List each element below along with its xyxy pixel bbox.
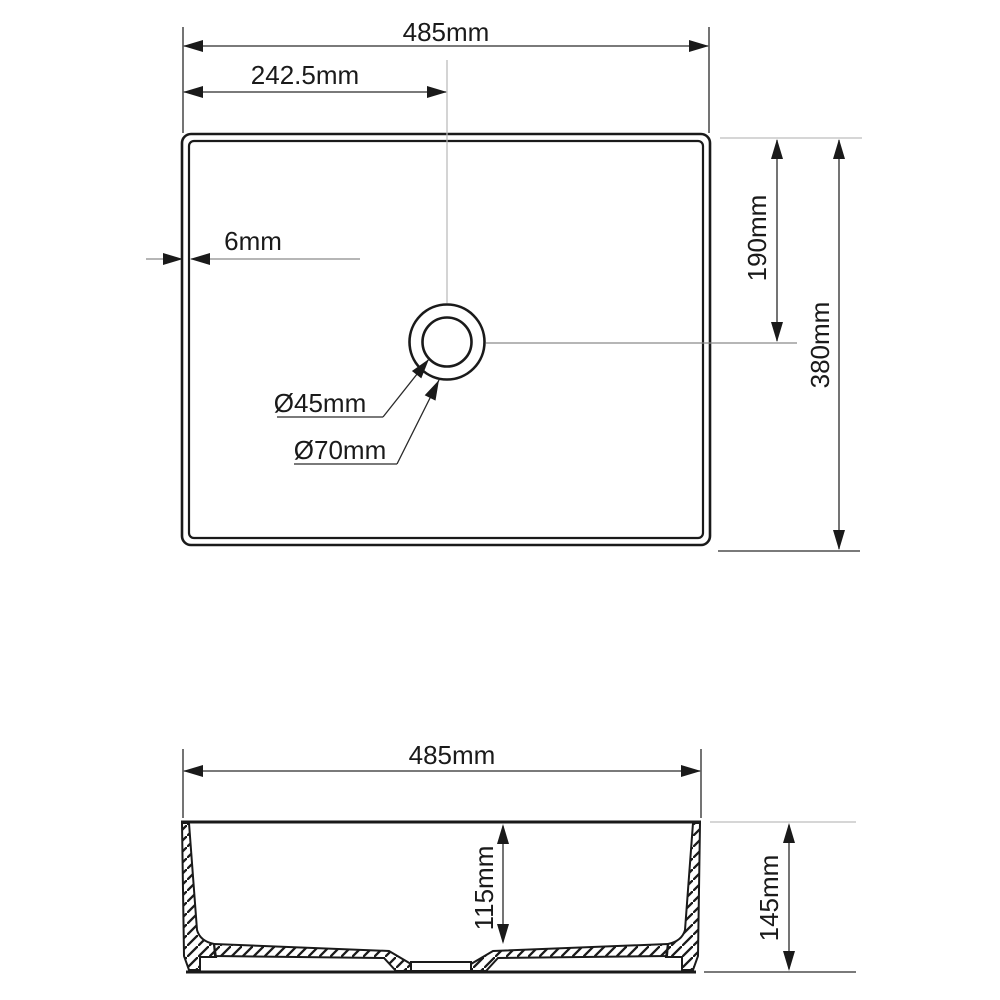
basin-section: [180, 820, 702, 974]
drain-outer-circle: [408, 303, 486, 381]
arrowhead-down: [783, 951, 795, 971]
dimension-top-to-drain: 190mm: [742, 139, 783, 342]
arrowhead-right: [681, 765, 701, 777]
top-view: 485mm 242.5mm 6mm Ø45mm Ø70mm: [146, 17, 862, 552]
arrowhead-right: [427, 86, 447, 98]
arrowhead: [424, 380, 439, 401]
dimension-label: 145mm: [754, 855, 784, 942]
dimension-label: Ø45mm: [274, 388, 366, 418]
dimension-label: 242.5mm: [251, 60, 359, 90]
basin-inner-edge: [187, 139, 705, 540]
dimension-label: 190mm: [742, 195, 772, 282]
dimension-overall-depth: 380mm: [805, 139, 845, 550]
drain-recess: [410, 961, 472, 972]
right-wall-section: [664, 822, 702, 971]
arrowhead-left: [183, 86, 203, 98]
left-wall-section: [180, 822, 218, 971]
dimension-label: 6mm: [224, 226, 282, 256]
arrowhead-right: [163, 253, 183, 265]
drain-inner-circle: [421, 316, 473, 368]
arrowhead-down: [833, 530, 845, 550]
arrowhead: [411, 359, 429, 379]
dimension-label: 115mm: [469, 846, 499, 931]
dimension-drain-inner: Ø45mm: [274, 358, 430, 418]
floor-section-left: [212, 942, 412, 972]
dimension-half-width: 242.5mm: [183, 60, 447, 98]
dimension-inner-depth: 115mm: [469, 824, 509, 944]
arrowhead-left: [183, 40, 203, 52]
arrowhead-left: [190, 253, 210, 265]
arrowhead-up: [497, 824, 509, 844]
arrowhead-down: [497, 924, 509, 944]
arrowhead-left: [183, 765, 203, 777]
basin-outer-edge: [180, 132, 712, 547]
dimension-overall-width-bottom: 485mm: [182, 740, 702, 818]
arrowhead-down: [771, 322, 783, 342]
dimension-label: 485mm: [409, 740, 496, 770]
dimension-overall-width: 485mm: [182, 17, 710, 133]
arrowhead-right: [689, 40, 709, 52]
arrowhead-up: [833, 139, 845, 159]
dimension-overall-height: 145mm: [754, 823, 795, 971]
dimension-label: 485mm: [403, 17, 490, 47]
dimension-wall-thickness: 6mm: [146, 226, 360, 265]
dimension-label: Ø70mm: [294, 435, 386, 465]
section-view: 485mm 115mm 145mm: [180, 740, 856, 974]
arrowhead-up: [783, 823, 795, 843]
arrowhead-up: [771, 139, 783, 159]
dimension-drain-outer: Ø70mm: [294, 379, 440, 465]
floor-section-right: [470, 942, 670, 972]
dimension-label: 380mm: [805, 302, 835, 389]
